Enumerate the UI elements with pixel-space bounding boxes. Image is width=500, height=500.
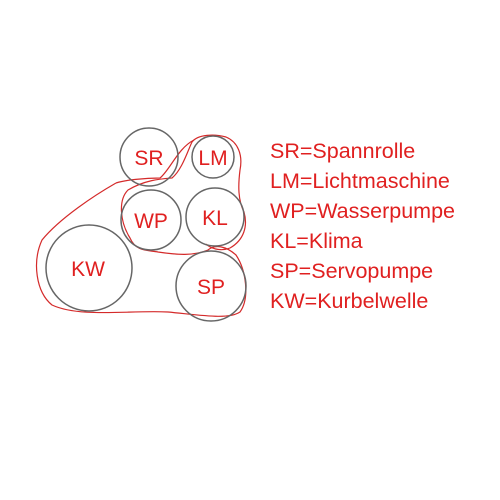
legend-item-kl: KL=Klima <box>270 229 363 253</box>
pulley-label-kl: KL <box>202 207 228 230</box>
abbreviation-legend: SR=Spannrolle LM=Lichtmaschine WP=Wasser… <box>270 136 455 316</box>
legend-item-kw: KW=Kurbelwelle <box>270 289 429 313</box>
pulley-label-kw: KW <box>71 258 105 281</box>
legend-item-wp: WP=Wasserpumpe <box>270 199 455 223</box>
pulley-label-sr: SR <box>134 147 163 170</box>
pulley-label-sp: SP <box>197 276 225 299</box>
pulley-sr <box>119 127 179 187</box>
pulley-kw <box>45 224 133 312</box>
pulley-lm <box>191 135 235 179</box>
pulley-label-lm: LM <box>198 147 227 170</box>
pulley-kl <box>185 187 245 247</box>
pulley-wp <box>120 189 182 251</box>
legend-item-sr: SR=Spannrolle <box>270 139 416 163</box>
pulley-label-wp: WP <box>134 210 168 233</box>
pulley-sp <box>175 250 247 322</box>
legend-item-lm: LM=Lichtmaschine <box>270 169 450 193</box>
drive-belt-inner <box>115 139 195 184</box>
legend-item-sp: SP=Servopumpe <box>270 259 434 283</box>
